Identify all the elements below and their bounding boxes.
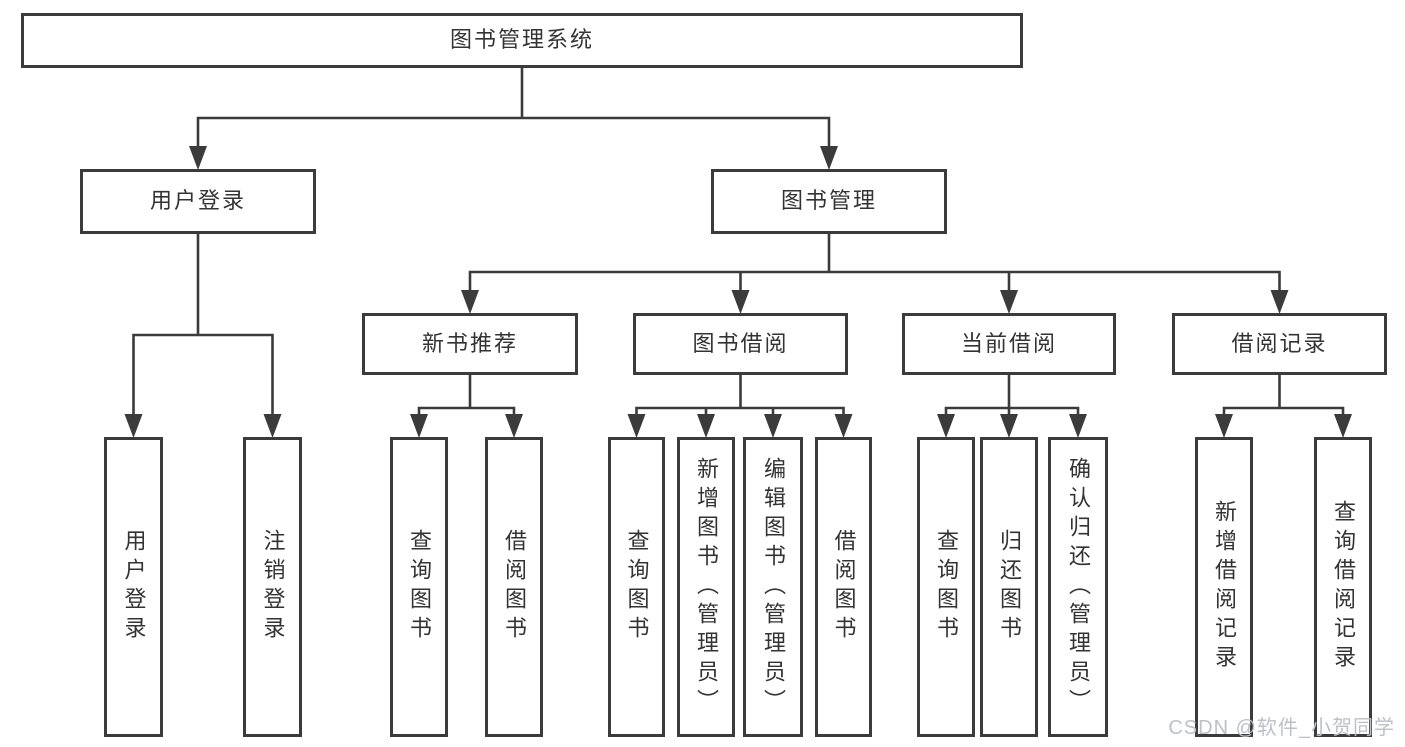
arrow-down-icon [410,414,428,438]
node-leaf-edit-books-admin: 编辑图书（管理员） [743,437,803,737]
connector-line [417,373,516,420]
node-label: 当前借阅 [960,330,1057,356]
arrow-down-icon [1000,290,1018,314]
edge-borrowing-records [1215,373,1352,438]
node-leaf-add-books-admin: 新增图书（管理员） [677,437,735,737]
arrow-down-icon [461,290,479,314]
arrow-down-icon [820,146,838,170]
arrow-down-icon [263,414,282,438]
arrow-down-icon [124,414,143,438]
connector-line [1222,373,1345,420]
node-leaf-query-borrow-record: 查询借阅记录 [1314,437,1372,737]
arrow-down-icon [189,146,207,170]
node-label: 新增图书（管理员） [694,456,719,718]
arrow-down-icon [1270,290,1289,314]
node-label: 确认归还（管理员） [1066,456,1091,718]
node-label: 新书推荐 [421,330,518,356]
node-label: 查询图书 [407,529,432,645]
connector-line [196,66,831,152]
edge-new-book-recommend [410,373,523,438]
node-label: 编辑图书（管理员） [761,456,786,718]
arrow-down-icon [697,414,715,438]
edge-book-management [461,232,1289,314]
node-label: 用户登录 [121,529,147,645]
connector-line [132,232,274,420]
node-label: 借阅图书 [502,529,527,645]
arrow-down-icon [1069,414,1087,438]
arrow-down-icon [764,414,782,438]
arrow-down-icon [627,414,646,438]
node-leaf-query-books-current: 查询图书 [917,437,975,737]
node-label: 归还图书 [997,529,1022,645]
node-label: 查询图书 [934,529,959,645]
node-user-login: 用户登录 [80,169,316,234]
node-leaf-query-books-recommend: 查询图书 [390,437,448,737]
arrow-down-icon [1000,414,1018,438]
edge-library-management-system [189,66,838,170]
node-label: 借阅记录 [1231,330,1328,356]
node-book-borrowing: 图书借阅 [633,313,848,375]
node-leaf-query-books-borrowing: 查询图书 [608,437,665,737]
node-label: 查询借阅记录 [1331,500,1356,674]
arrow-down-icon [834,414,853,438]
node-label: 图书管理 [780,188,877,214]
node-leaf-borrow-books-recommend: 借阅图书 [485,437,543,737]
node-label: 图书借阅 [692,330,789,356]
node-label: 用户登录 [149,188,246,214]
node-label: 查询图书 [624,529,650,645]
node-leaf-confirm-return-admin: 确认归还（管理员） [1048,437,1108,737]
edge-user-login [124,232,282,438]
arrow-down-icon [937,414,955,438]
node-leaf-add-borrow-record: 新增借阅记录 [1195,437,1253,737]
node-leaf-logout: 注销登录 [243,437,302,737]
node-label: 注销登录 [260,529,286,645]
arrow-down-icon [505,414,523,438]
arrow-down-icon [1334,414,1352,438]
node-leaf-return-books: 归还图书 [980,437,1038,737]
node-new-book-recommend: 新书推荐 [362,313,578,375]
connector-line [635,373,845,420]
edge-current-borrowing [937,373,1087,438]
node-borrowing-records: 借阅记录 [1172,313,1387,375]
edge-book-borrowing [627,373,853,438]
connector-line [944,373,1080,420]
arrow-down-icon [731,290,750,314]
node-label: 图书管理系统 [449,27,594,53]
node-label: 新增借阅记录 [1212,500,1237,674]
node-label: 借阅图书 [831,529,857,645]
node-book-management: 图书管理 [711,169,947,234]
connector-line [468,232,1281,296]
arrow-down-icon [1215,414,1233,438]
node-library-management-system: 图书管理系统 [21,13,1023,68]
node-current-borrowing: 当前借阅 [902,313,1116,375]
node-leaf-borrow-books-borrowing: 借阅图书 [815,437,872,737]
node-leaf-user-login: 用户登录 [104,437,163,737]
